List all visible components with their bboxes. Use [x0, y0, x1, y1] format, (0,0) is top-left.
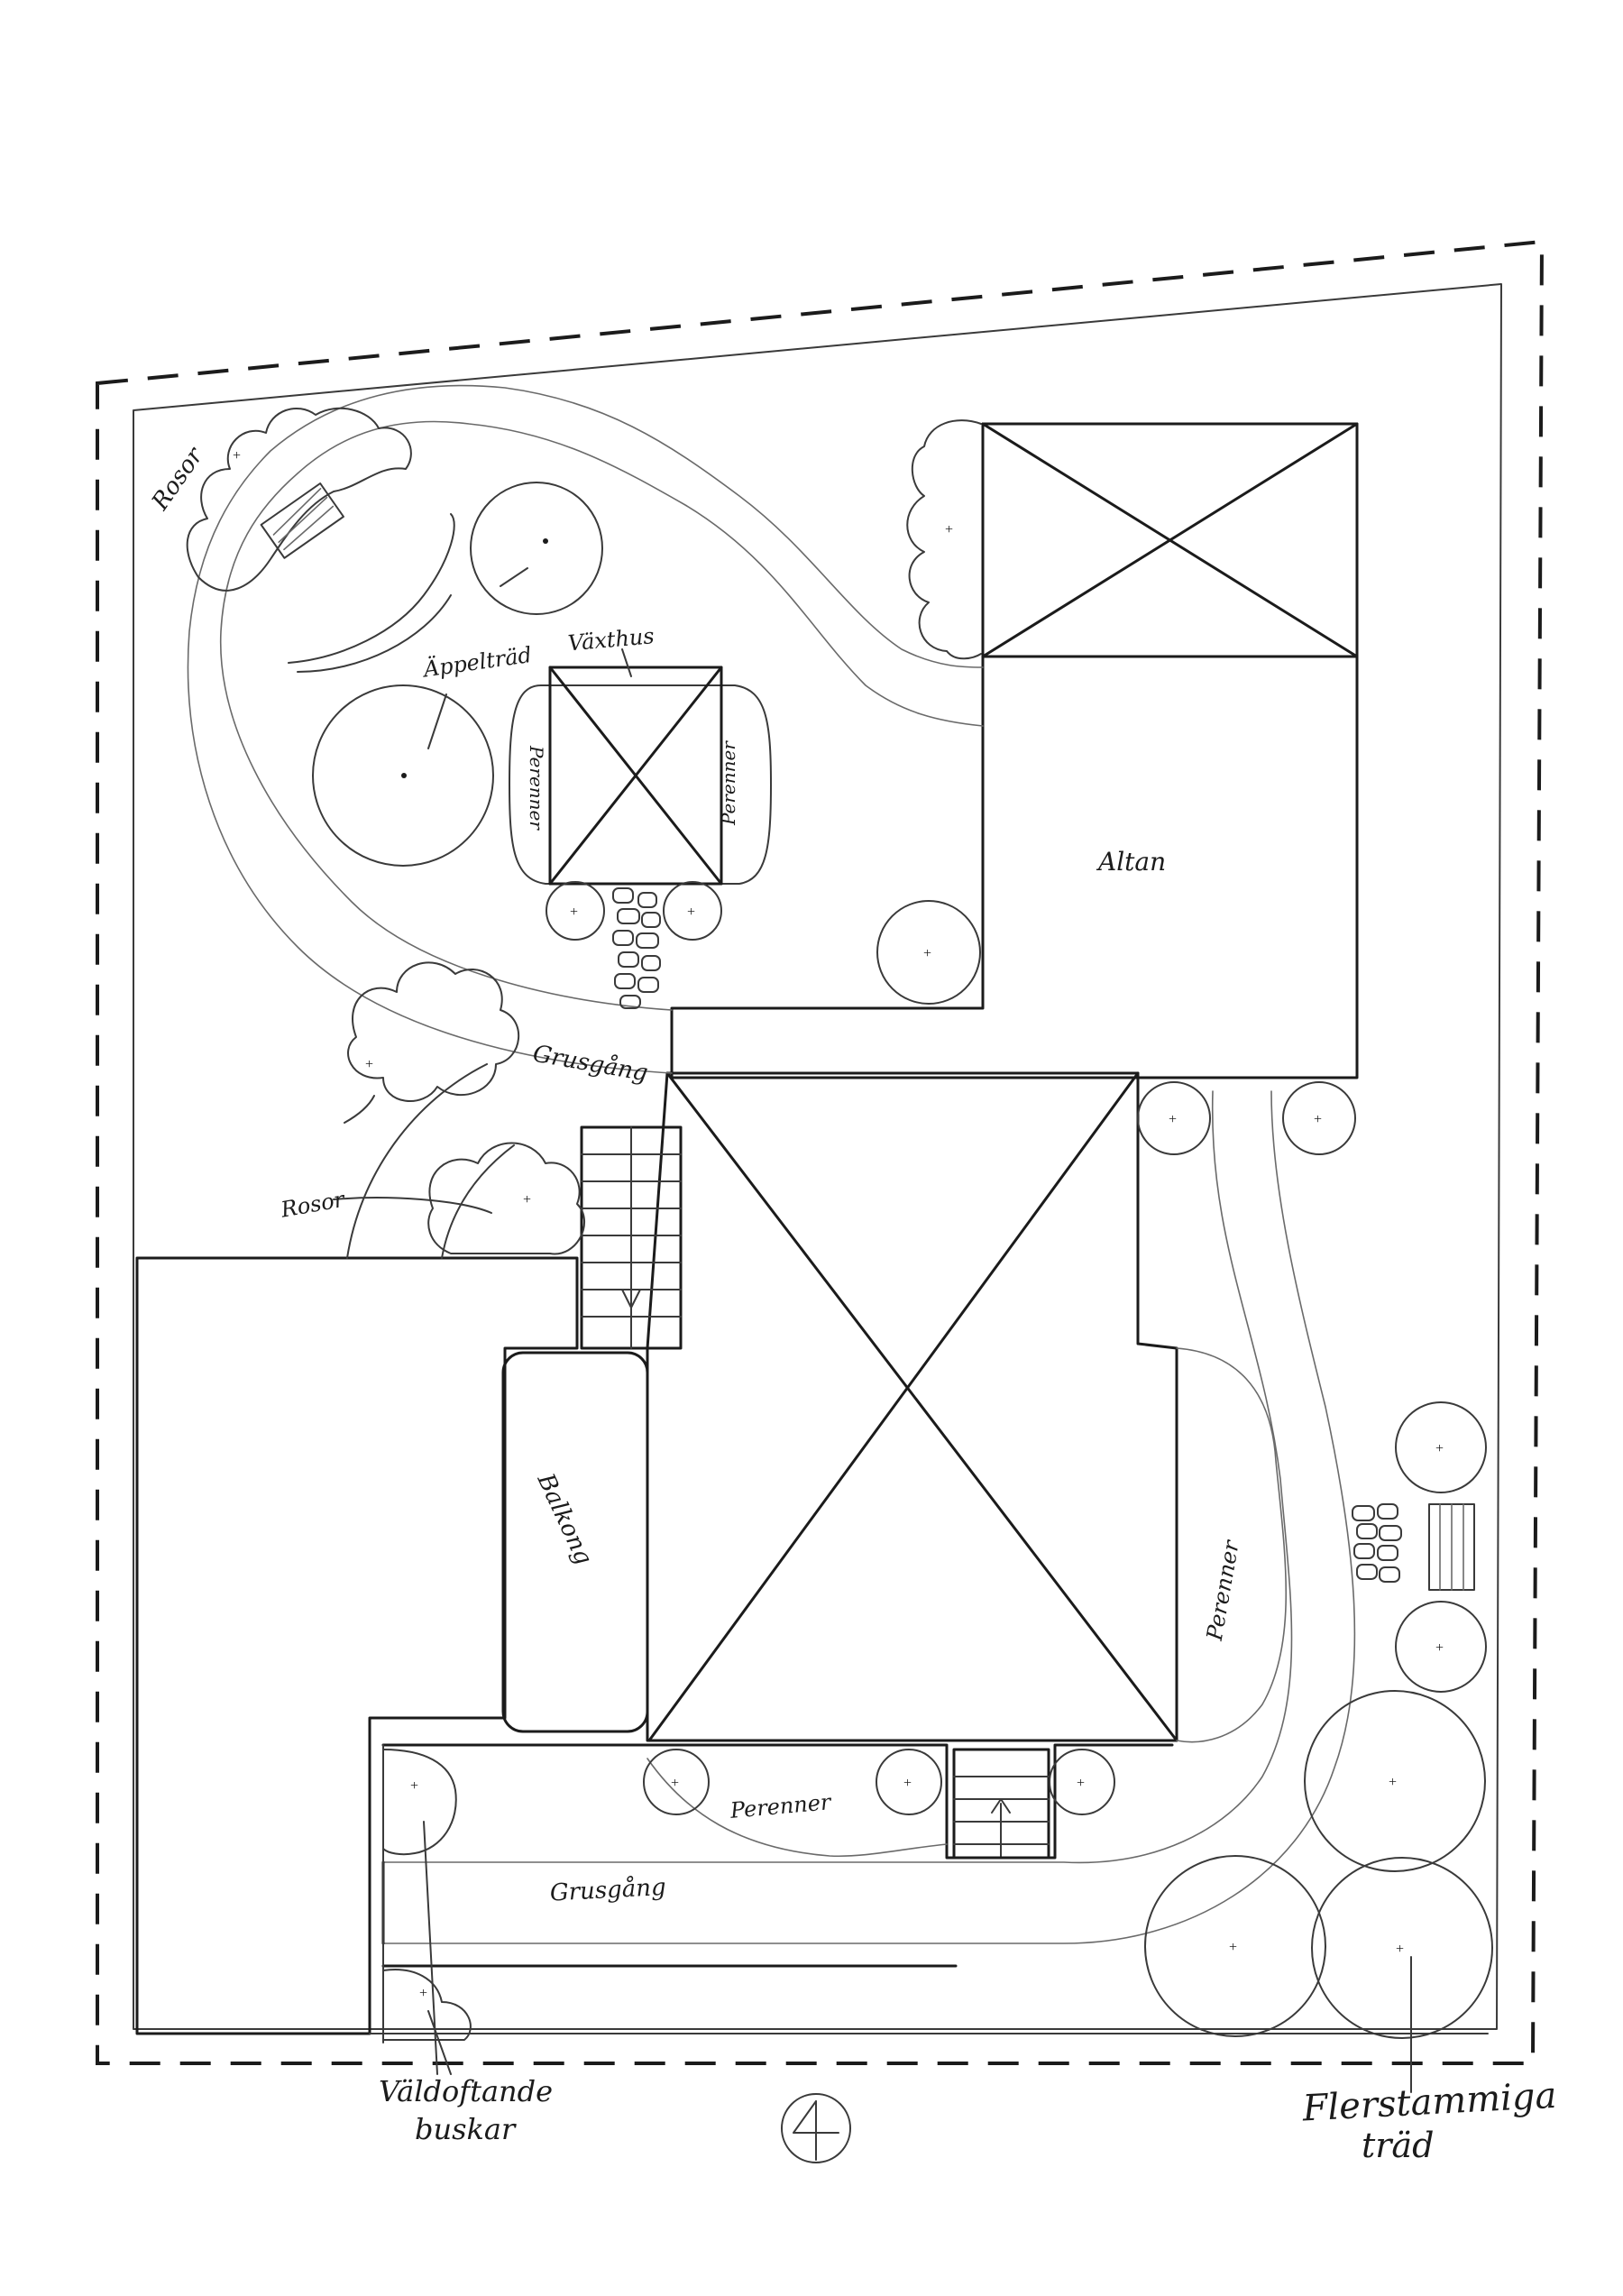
rosor-bed-top: + [186, 407, 412, 592]
svg-text:+: + [1435, 1640, 1444, 1656]
svg-text:+: + [410, 1778, 418, 1794]
svg-text:+: + [903, 1776, 912, 1791]
label-vaxthus: Växthus [567, 623, 656, 656]
svg-text:+: + [1396, 1942, 1404, 1957]
tree-east-1 [1137, 1081, 1211, 1155]
label-altan: Altan [1096, 847, 1166, 877]
svg-text:+: + [671, 1776, 679, 1791]
tree-altan [876, 900, 981, 1005]
label-valdoftande: Väldoftande [379, 2074, 553, 2108]
altan-deck [670, 422, 1359, 1079]
flerstammiga-trad: + + + [1144, 1690, 1493, 2039]
rosor-shrub-upper: + [347, 961, 520, 1102]
upper-stairs [580, 1125, 683, 1350]
svg-text:+: + [233, 448, 241, 464]
label-appeltrad: Äppelträd [420, 641, 534, 683]
tree-south-1 [643, 1749, 710, 1815]
upper-gravel-path [187, 384, 984, 1074]
svg-text:+: + [1435, 1441, 1444, 1456]
svg-text:+: + [365, 1057, 373, 1072]
rosor-shrub-lower: + [427, 1142, 586, 1255]
valdoftande-buskar: + + [382, 1749, 472, 2075]
tree-south-3 [1049, 1749, 1115, 1815]
tree-greenhouse-left [546, 881, 605, 941]
perenner-south-bed [646, 1758, 948, 1858]
tree-east-2 [1282, 1081, 1356, 1155]
tree-east-4 [1395, 1601, 1487, 1693]
label-perenner-vaxthus-left: Perenner [526, 745, 547, 831]
label-perenner-east: Perenner [1202, 1538, 1244, 1643]
svg-text:+: + [1229, 1940, 1237, 1955]
label-buskar: buskar [415, 2112, 517, 2146]
label-grusgang-lower: Grusgång [549, 1873, 666, 1907]
neighbour-building [135, 1256, 579, 2035]
tree-greenhouse-right [663, 881, 722, 941]
svg-text:+: + [1314, 1112, 1322, 1127]
property-boundary [96, 239, 1545, 2065]
appeltrad-1 [470, 482, 603, 615]
label-perenner-south: Perenner [729, 1789, 833, 1823]
appeltrad-2 [312, 684, 494, 867]
svg-text:+: + [687, 905, 695, 920]
tree-south-2 [876, 1749, 942, 1815]
label-perenner-vaxthus-right: Perenner [718, 740, 739, 826]
svg-text:+: + [945, 522, 953, 537]
stepping-stones-east [1352, 1503, 1402, 1583]
label-rosor-mid: Rosor [278, 1187, 347, 1223]
svg-text:+: + [1169, 1112, 1177, 1127]
svg-text:+: + [523, 1192, 531, 1208]
perenner-east-bed [1176, 1347, 1287, 1743]
label-rosor-top: Rosor [146, 442, 209, 516]
label-flerstammiga: Flerstammiga [1301, 2075, 1558, 2130]
vaxthus-greenhouse [509, 648, 772, 886]
main-house [646, 1071, 1178, 1742]
label-grusgang-upper: Grusgång [531, 1040, 650, 1088]
svg-text:+: + [419, 1986, 427, 2001]
label-balkong: Balkong [531, 1469, 597, 1569]
label-trad: träd [1362, 2126, 1434, 2165]
svg-text:+: + [923, 946, 931, 961]
svg-text:+: + [1389, 1775, 1397, 1790]
north-arrow-icon [781, 2093, 851, 2163]
lower-gravel-path [369, 1090, 1489, 2043]
svg-text:+: + [1077, 1776, 1085, 1791]
lower-stairs [952, 1748, 1050, 1860]
svg-text:+: + [570, 905, 578, 920]
hedge-altan-north: + [906, 419, 982, 660]
tree-east-3 [1395, 1401, 1487, 1493]
bench-east [1428, 1503, 1475, 1591]
balkong [501, 1351, 649, 1733]
stepping-stones-greenhouse [612, 887, 661, 1009]
